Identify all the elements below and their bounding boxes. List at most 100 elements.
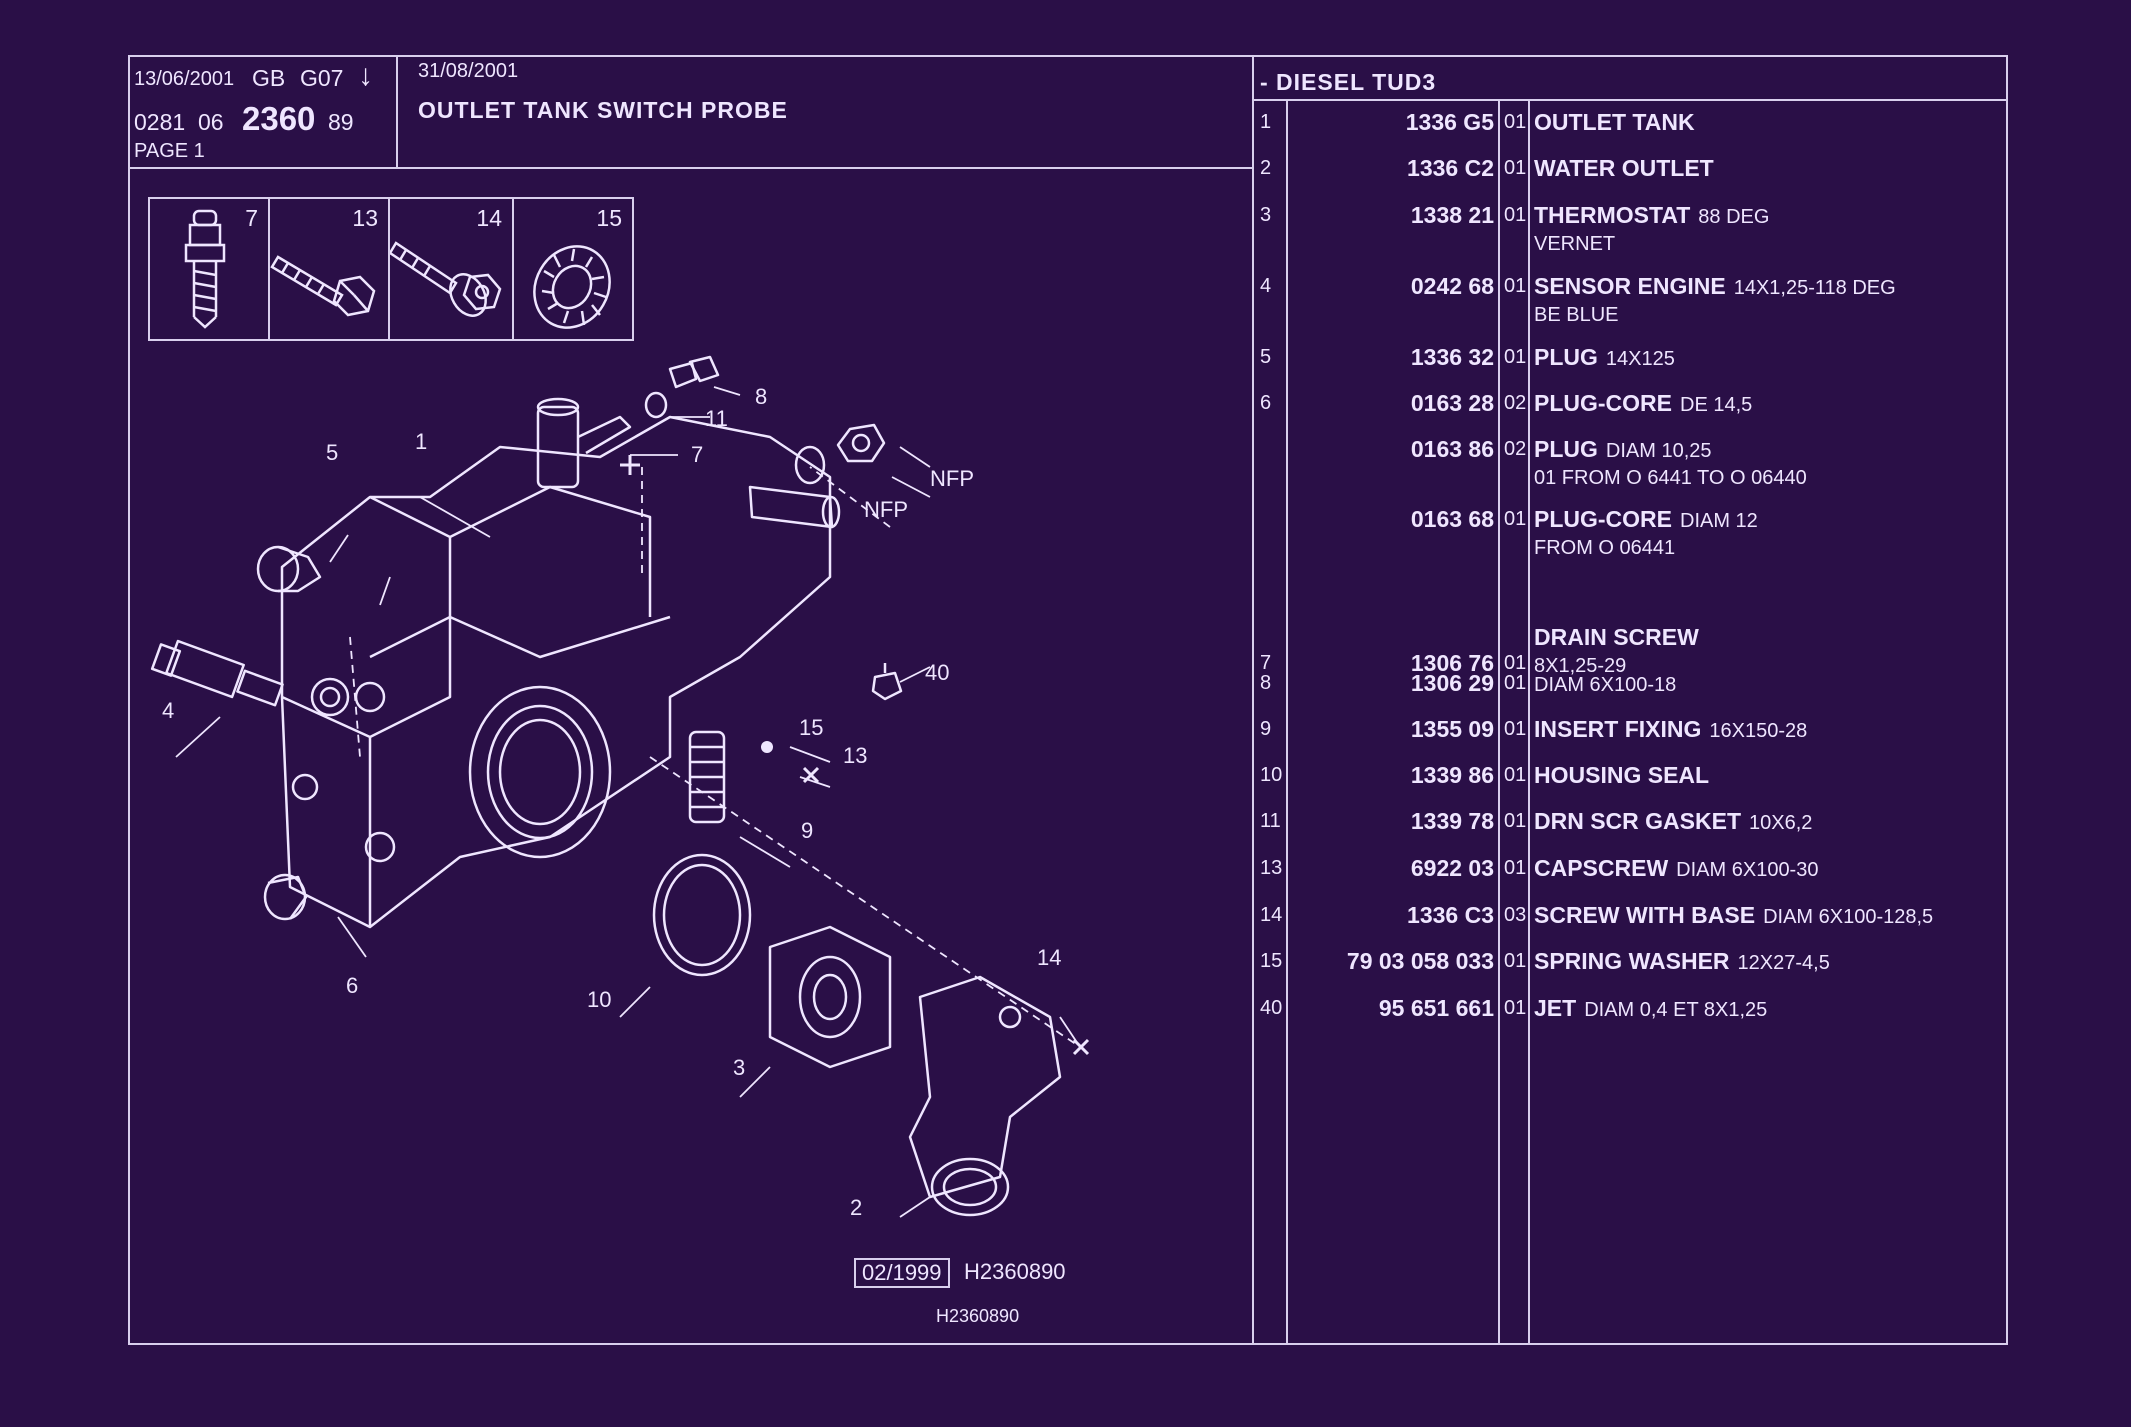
row-reference: 1338 21	[1410, 202, 1494, 228]
row-reference: 1306 76	[1410, 650, 1494, 676]
row-quantity: 01	[1504, 718, 1527, 740]
row-quantity: 03	[1504, 904, 1527, 926]
thumbnail-number: 7	[245, 205, 258, 231]
callout-7: 7	[691, 442, 704, 467]
print-date: 13/06/2001	[134, 68, 235, 90]
thumbnail-13: 13	[270, 199, 390, 339]
callout-9: 9	[801, 818, 814, 843]
row-quantity: 01	[1504, 652, 1527, 674]
callout-5: 5	[326, 440, 339, 465]
thumbnail-number: 14	[476, 205, 502, 231]
drawing-code: H2360890	[936, 1306, 1020, 1326]
row-quantity: 01	[1504, 111, 1527, 133]
row-quantity: 01	[1504, 157, 1527, 179]
part-name: DRN SCR GASKET	[1534, 808, 1742, 834]
callout-10: 10	[587, 987, 612, 1012]
row-description: PLUG 14X125	[1534, 344, 1675, 375]
drawing-code-stamp: H2360890	[964, 1259, 1066, 1284]
part-note: BE BLUE	[1534, 304, 1619, 326]
row-quantity: 01	[1504, 950, 1527, 972]
callout-nfp-lower: NFP	[864, 497, 908, 522]
callout-1: 1	[415, 429, 428, 454]
row-index: 9	[1260, 718, 1272, 740]
language-code: GB	[252, 65, 286, 91]
row-reference: 0163 68	[1410, 506, 1494, 532]
header-reference-block: 13/06/2001 GB G07 ↓ 0281 06 2360 89 PAGE…	[130, 57, 395, 167]
row-reference: 1336 C2	[1407, 155, 1494, 181]
part-name: JET	[1534, 995, 1577, 1021]
revision-date-stamp: 02/1999	[854, 1258, 950, 1288]
part-spec: 10X6,2	[1749, 812, 1813, 834]
row-index: 10	[1260, 764, 1283, 786]
row-reference: 1306 29	[1410, 670, 1494, 696]
ref-main: 2360	[242, 100, 316, 137]
outlet-tank-housing	[280, 415, 832, 929]
part-name: HOUSING SEAL	[1534, 762, 1710, 788]
part-note: FROM O 06441	[1534, 537, 1676, 559]
row-quantity: 01	[1504, 275, 1527, 297]
row-index: 15	[1260, 950, 1283, 972]
exploded-assembly-drawing	[150, 355, 1090, 1218]
row-description: PLUG-CORE DE 14,5	[1534, 390, 1752, 421]
callout-8: 8	[755, 384, 768, 409]
drain-screw-icon	[184, 209, 226, 329]
part-note: 01 FROM O 6441 TO O 06440	[1534, 467, 1807, 489]
row-reference: 1339 78	[1410, 808, 1494, 834]
callout-40: 40	[925, 660, 950, 685]
callout-3: 3	[733, 1055, 746, 1080]
row-index: 3	[1260, 204, 1272, 226]
row-reference: 0163 86	[1410, 436, 1494, 462]
row-index: 8	[1260, 672, 1272, 694]
thumbnail-14: 14	[390, 199, 514, 339]
qty-column-rule	[1528, 101, 1530, 1343]
header-divider	[396, 57, 398, 167]
part-name: DRAIN SCREW	[1534, 624, 1699, 650]
ref-prefix: 0281	[134, 109, 186, 135]
row-index: 40	[1260, 997, 1283, 1019]
row-reference: 1336 32	[1410, 344, 1494, 370]
callout-13: 13	[843, 743, 868, 768]
thumbnail-15: 15	[514, 199, 632, 339]
ref-suffix: 89	[328, 109, 354, 135]
thumbnail-7: 7	[150, 199, 270, 339]
row-reference: 0242 68	[1410, 273, 1494, 299]
page-title: OUTLET TANK SWITCH PROBE	[418, 97, 788, 123]
row-quantity: 02	[1504, 392, 1527, 414]
header-title-block: 31/08/2001 OUTLET TANK SWITCH PROBE	[398, 57, 1248, 167]
row-quantity: 01	[1504, 672, 1527, 694]
row-reference: 0163 28	[1410, 390, 1494, 416]
row-index: 7	[1260, 652, 1272, 674]
part-note: VERNET	[1534, 233, 1616, 255]
part-spec: 14X125	[1605, 348, 1675, 370]
part-name: PLUG	[1534, 436, 1598, 462]
part-name: SPRING WASHER	[1534, 948, 1730, 974]
part-name: PLUG-CORE	[1534, 390, 1672, 416]
part-spec: DIAM 0,4 ET 8X1,25	[1584, 999, 1768, 1021]
callout-nfp-upper: NFP	[930, 466, 974, 491]
row-index: 4	[1260, 275, 1272, 297]
part-spec: DE 14,5	[1680, 394, 1753, 416]
row-reference: 1336 C3	[1407, 902, 1494, 928]
part-spec: 88 DEG	[1698, 206, 1770, 228]
row-quantity: 01	[1504, 857, 1527, 879]
row-reference: 79 03 058 033	[1346, 948, 1494, 974]
part-spec: DIAM 12	[1680, 510, 1758, 532]
row-reference: 1336 G5	[1405, 109, 1494, 135]
part-name: WATER OUTLET	[1534, 155, 1714, 181]
header-bottom-rule	[130, 167, 1254, 169]
part-name: SCREW WITH BASE	[1534, 902, 1756, 928]
ref-part: 06	[198, 109, 224, 135]
row-index: 13	[1260, 857, 1283, 879]
down-arrow-icon: ↓	[358, 59, 373, 92]
callout-2: 2	[850, 1195, 863, 1220]
part-name: SENSOR ENGINE	[1534, 273, 1726, 299]
edit-date: 31/08/2001	[418, 60, 519, 82]
part-name: PLUG	[1534, 344, 1598, 370]
